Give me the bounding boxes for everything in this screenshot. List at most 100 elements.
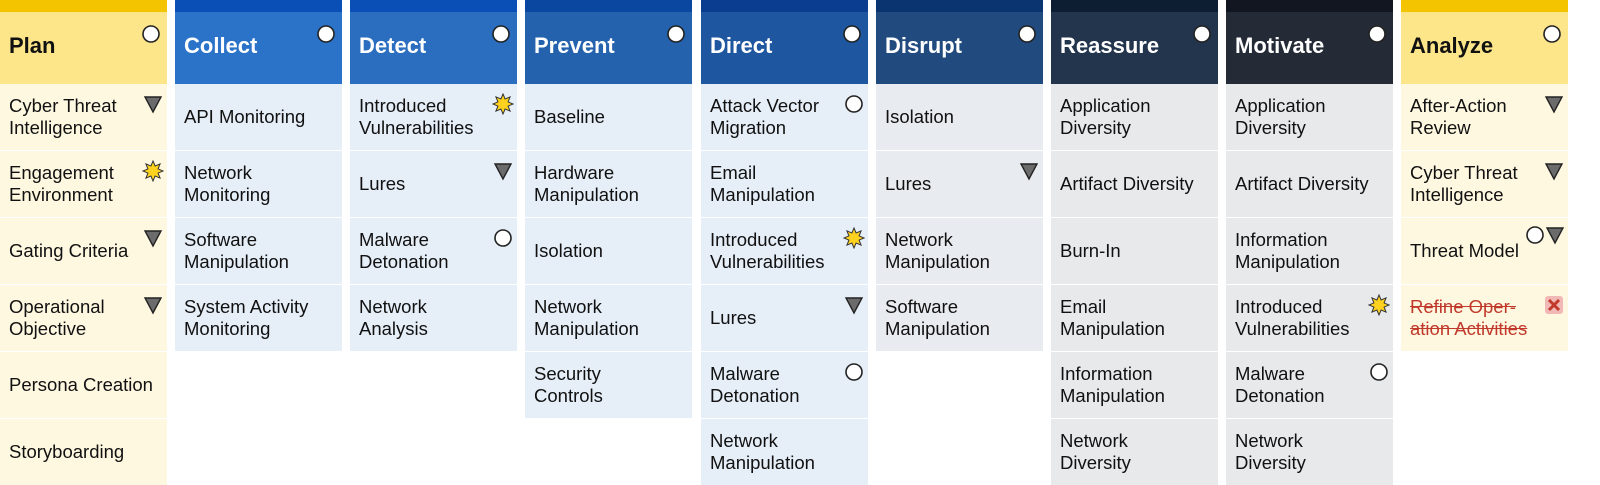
technique-label: Artifact Diversity <box>1235 173 1369 195</box>
column-header: Collect <box>175 0 342 84</box>
technique-cell[interactable]: Artifact Diversity <box>1051 151 1218 217</box>
technique-cell[interactable]: Lures <box>350 151 517 217</box>
triangle-icon <box>1018 160 1040 187</box>
header-accent-bar <box>175 0 342 12</box>
technique-label-line: Email <box>1060 296 1107 317</box>
circle-icon[interactable] <box>841 23 863 50</box>
column-header: Disrupt <box>876 0 1043 84</box>
technique-cell[interactable]: API Monitoring <box>175 84 342 150</box>
technique-label-line: Network <box>534 296 602 317</box>
technique-label-line: Software <box>184 229 258 250</box>
star-icon <box>141 159 165 187</box>
technique-label-line: System Activity <box>184 296 309 317</box>
circle-icon[interactable] <box>665 23 687 50</box>
circle-icon[interactable] <box>1541 23 1563 50</box>
technique-cell[interactable]: Storyboarding <box>0 419 167 485</box>
circle-icon[interactable] <box>140 23 162 50</box>
technique-cell[interactable]: Isolation <box>876 84 1043 150</box>
header-accent-bar <box>701 0 868 12</box>
technique-label-line: Controls <box>534 385 603 406</box>
triangle-icon <box>142 227 164 254</box>
technique-cell[interactable]: Baseline <box>525 84 692 150</box>
column-header: Detect <box>350 0 517 84</box>
technique-label-line: Threat Model <box>1410 240 1519 261</box>
technique-cell[interactable]: Gating Criteria <box>0 218 167 284</box>
technique-label: Lures <box>359 173 405 195</box>
technique-label: Refine Oper-ation Activities <box>1410 296 1527 340</box>
x-icon <box>1543 294 1565 321</box>
column-header: Analyze <box>1401 0 1568 84</box>
technique-label-line: Introduced <box>359 95 447 116</box>
technique-label-line: Manipulation <box>1235 251 1340 272</box>
technique-label-line: Intelligence <box>9 117 103 138</box>
technique-label-line: Artifact Diversity <box>1060 173 1194 194</box>
circle-icon[interactable] <box>315 23 337 50</box>
technique-label-line: Security <box>534 363 601 384</box>
technique-label-line: Vulnerabilities <box>359 117 474 138</box>
circle-icon[interactable] <box>1016 23 1038 50</box>
column-header: Direct <box>701 0 868 84</box>
technique-label-line: Network <box>1060 430 1128 451</box>
technique-label-line: Network <box>359 296 427 317</box>
technique-label-line: Manipulation <box>534 184 639 205</box>
technique-label: API Monitoring <box>184 106 305 128</box>
circle-icon[interactable] <box>1366 23 1388 50</box>
technique-cell[interactable]: Burn-In <box>1051 218 1218 284</box>
technique-label-line: Manipulation <box>1060 318 1165 339</box>
header-accent-bar <box>876 0 1043 12</box>
technique-cell[interactable]: Lures <box>876 151 1043 217</box>
technique-label-line: ation Activities <box>1410 318 1528 339</box>
technique-cell[interactable]: Threat Model <box>1401 218 1568 284</box>
technique-cell[interactable]: Persona Creation <box>0 352 167 418</box>
technique-label-line: Application <box>1060 95 1151 116</box>
circle-icon[interactable] <box>1191 23 1213 50</box>
technique-cell[interactable]: Lures <box>701 285 868 351</box>
technique-label-line: Information <box>1235 229 1328 250</box>
technique-cell[interactable]: Refine Oper-ation Activities <box>1401 285 1568 351</box>
technique-cell[interactable]: Artifact Diversity <box>1226 151 1393 217</box>
technique-label-line: Software <box>885 296 959 317</box>
technique-cell[interactable]: Isolation <box>525 218 692 284</box>
circle-icon[interactable] <box>490 23 512 50</box>
